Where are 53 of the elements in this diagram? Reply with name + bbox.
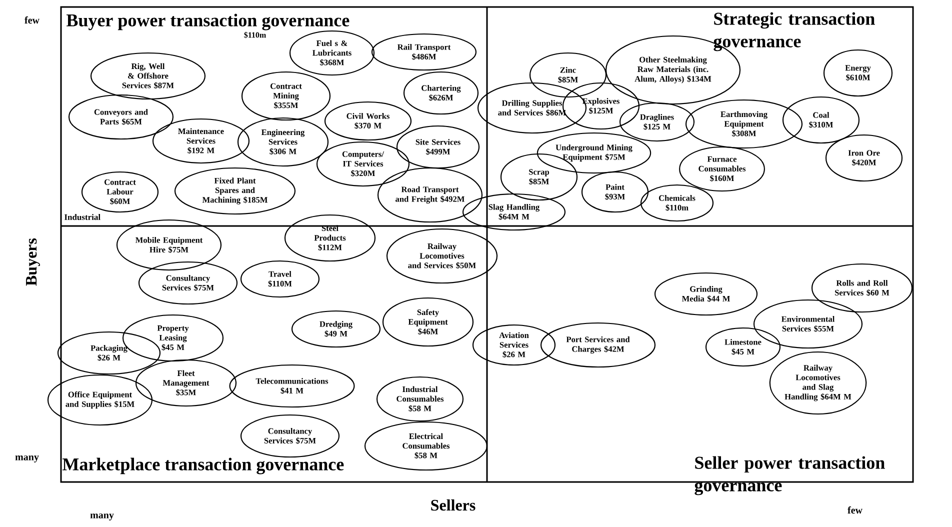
ellipse-node: Rig, Well & Offshore Services $87M: [90, 52, 206, 100]
axis-end-label: few: [848, 506, 862, 514]
ellipse-node: Grinding Media $44 M: [654, 272, 758, 316]
ellipse-node: Rail Transport $486M: [371, 33, 477, 71]
ellipse-node: Consultancy Services $75M: [240, 414, 340, 458]
ellipse-node: Chemicals $110m: [640, 184, 714, 222]
ellipse-node: Paint $93M: [581, 171, 649, 213]
ellipse-node: Engineering Services $306 M: [237, 117, 329, 167]
axis-title: Sellers: [431, 499, 476, 511]
ellipse-node: Civil Works $370 M: [324, 101, 412, 141]
ellipse-node: Road Transport and Freight $492M: [377, 167, 483, 223]
axis-end-label: many: [15, 456, 39, 462]
quadrant-title: Strategic transaction governance: [714, 12, 875, 52]
ellipse-node: Fixed Plant Spares and Machining $185M: [174, 167, 296, 215]
ellipse-node: Draglines $125 M: [619, 102, 695, 142]
ellipse-node: Office Equipment and Supplies $15M: [47, 374, 153, 426]
ellipse-node: Iron Ore $420M: [825, 134, 903, 182]
category-label: Industrial: [64, 214, 100, 220]
quadrant-title: Marketplace transaction governance: [62, 458, 344, 474]
axis-end-label: many: [90, 514, 114, 520]
ellipse-node: Fleet Management $35M: [135, 359, 237, 407]
ellipse-node: Consultancy Services $75M: [138, 261, 238, 305]
quadrant-title: Seller power transaction governance: [694, 456, 885, 496]
ellipse-node: Maintenance Services $192 M: [152, 118, 250, 164]
ellipse-node: Contract Labour $60M: [81, 171, 159, 213]
ellipse-node: Aviation Services $26 M: [472, 324, 556, 366]
ellipse-node: Chartering $626M: [403, 71, 479, 115]
ellipse-node: Travel $110M: [240, 260, 320, 298]
ellipse-node: Port Services and Charges $42M: [540, 322, 656, 368]
value-label: $110m: [244, 32, 266, 38]
ellipse-node: Telecommunications $41 M: [229, 364, 355, 408]
ellipse-node: Mobile Equipment Hire $75M: [116, 219, 222, 271]
ellipse-node: Fuel s & Lubricants $368M: [289, 30, 375, 76]
ellipse-node: Site Services $499M: [396, 125, 480, 169]
ellipse-node: Earthmoving Equipment $308M: [685, 99, 803, 149]
ellipse-node: Industrial Consumables $58 M: [376, 376, 464, 422]
ellipse-node: Energy $610M: [823, 49, 893, 97]
ellipse-node: Limestone $45 M: [705, 327, 781, 367]
ellipse-node: Coal $310M: [782, 96, 860, 144]
ellipse-node: Rolls and Roll Services $60 M: [811, 263, 913, 313]
quadrant-title: Buyer power transaction governance: [66, 14, 350, 30]
axis-end-label: few: [24, 16, 40, 24]
ellipse-node: Safety Equipment $46M: [382, 297, 474, 347]
ellipse-node: Dredging $49 M: [291, 310, 381, 348]
ellipse-node: Computers/ IT Services $320M: [316, 141, 410, 187]
ellipse-node: Furnace Consumables $160M: [679, 146, 765, 192]
ellipse-node: Railway Locomotives and Slag Handling $64M M: [769, 351, 867, 415]
axis-title: Buyers: [26, 238, 40, 286]
ellipse-node: Railway Locomotives and Services $50M: [386, 228, 498, 284]
ellipse-node: Electrical Consumables $58 M: [364, 421, 488, 471]
ellipse-node: Contract Mining $355M: [241, 71, 331, 121]
ellipse-node: Conveyors and Parts $65M: [68, 94, 174, 140]
ellipse-node: Zinc $85M: [529, 52, 607, 98]
